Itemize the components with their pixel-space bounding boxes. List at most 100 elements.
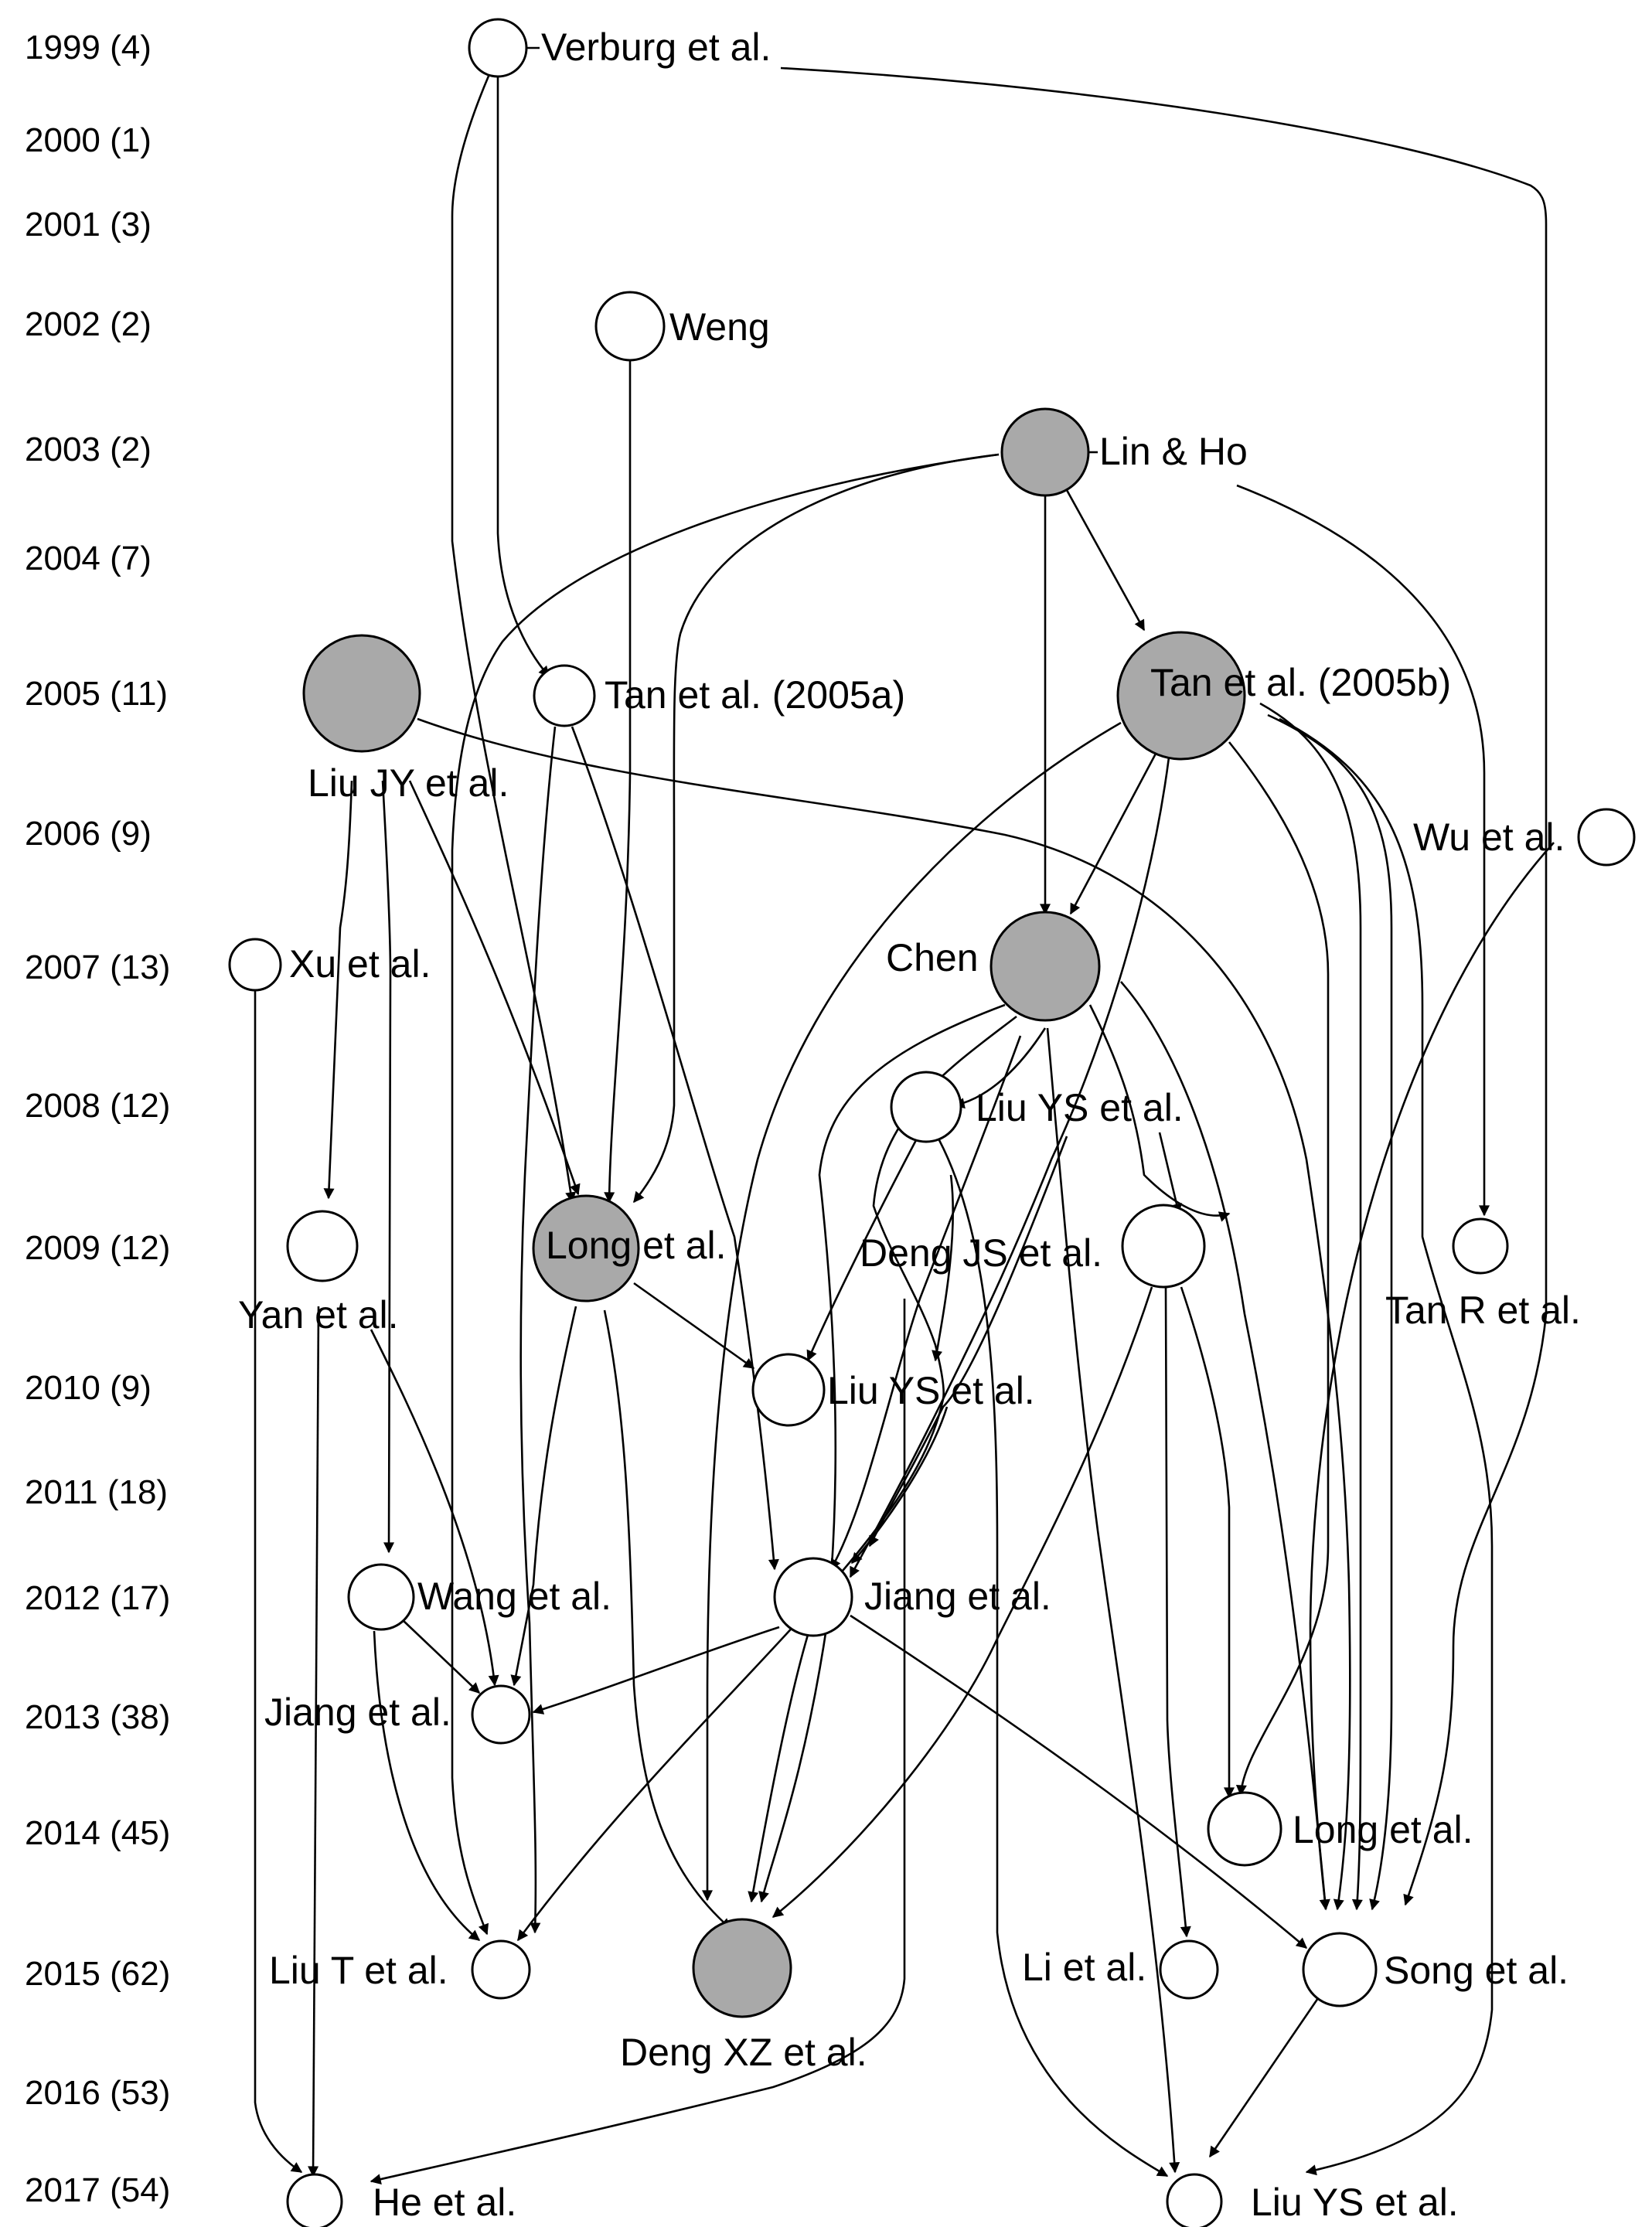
edge-linho-long09 bbox=[632, 453, 1000, 1204]
year-label: 2006 (9) bbox=[25, 815, 152, 853]
edge-liuys08-liuys10 bbox=[806, 1139, 918, 1362]
label-yan: Yan et al. bbox=[238, 1293, 399, 1337]
label-liujy: Liu JY et al. bbox=[308, 761, 509, 805]
label-liuys17: Liu YS et al. bbox=[1251, 2181, 1459, 2224]
edge-linho-tan05b bbox=[1061, 482, 1146, 632]
label-wu: Wu et al. bbox=[1413, 816, 1565, 859]
node-verburg[interactable] bbox=[468, 18, 528, 78]
label-jiang13: Jiang et al. bbox=[264, 1691, 451, 1734]
edge-wu-song bbox=[1309, 842, 1555, 1911]
year-label: 1999 (4) bbox=[25, 29, 152, 66]
edge-chen-dengxz bbox=[758, 1003, 1006, 1903]
label-dengjs: Deng JS et al. bbox=[860, 1231, 1102, 1275]
year-label: 2001 (3) bbox=[25, 206, 152, 243]
node-liujy[interactable] bbox=[302, 634, 421, 753]
year-label: 2010 (9) bbox=[25, 1369, 152, 1407]
node-labels: Verburg et al. Weng Lin & Ho Liu JY et a… bbox=[238, 26, 1581, 2224]
edge-dengjs-dengxz bbox=[772, 1286, 1153, 1919]
node-liuys17[interactable] bbox=[1166, 2173, 1223, 2227]
year-label: 2013 (38) bbox=[25, 1698, 170, 1736]
edge-liujy-wang bbox=[381, 780, 395, 1554]
label-liut: Liu T et al. bbox=[269, 1949, 448, 1992]
node-song[interactable] bbox=[1302, 1932, 1378, 2007]
node-dengjs[interactable] bbox=[1121, 1204, 1206, 1289]
node-linho[interactable] bbox=[1000, 407, 1090, 497]
edge-jiang12-dengxz bbox=[748, 1634, 809, 1903]
edge-liuys10-jiang12 bbox=[851, 1406, 949, 1565]
edge-yan-he bbox=[308, 1306, 320, 2178]
node-liuys08[interactable] bbox=[890, 1071, 962, 1143]
label-liuys10: Liu YS et al. bbox=[827, 1369, 1035, 1412]
node-jiang12[interactable] bbox=[773, 1557, 853, 1637]
edge-chen-long14 bbox=[1120, 981, 1330, 1911]
label-xu: Xu et al. bbox=[289, 942, 431, 986]
node-dengxz[interactable] bbox=[692, 1918, 792, 2018]
label-wang: Wang et al. bbox=[417, 1575, 611, 1618]
edge-long09-liuys10 bbox=[633, 1282, 755, 1370]
edge-tan05a-liut bbox=[519, 726, 557, 1934]
label-verburg: Verburg et al. bbox=[541, 26, 771, 69]
node-yan[interactable] bbox=[286, 1210, 359, 1282]
edge-liuys08-liuys17 bbox=[938, 1139, 1169, 2178]
edge-tan05b-liuys17 bbox=[1279, 717, 1494, 2176]
node-chen[interactable] bbox=[989, 911, 1101, 1022]
node-liuys10[interactable] bbox=[751, 1353, 826, 1427]
edge-verburg-tan05a bbox=[496, 74, 550, 678]
edge-yan-jiang13 bbox=[370, 1329, 499, 1687]
edge-dengjs-long14 bbox=[1180, 1286, 1235, 1799]
year-label: 2008 (12) bbox=[25, 1087, 170, 1125]
year-label: 2014 (45) bbox=[25, 1814, 170, 1852]
node-tan05b[interactable] bbox=[1116, 631, 1246, 761]
edge-liuys08-he bbox=[370, 1299, 906, 2185]
node-weng[interactable] bbox=[594, 291, 666, 362]
year-label: 2003 (2) bbox=[25, 431, 152, 468]
edge-verburg-song bbox=[780, 66, 1548, 1906]
edge-liuys08-long14 bbox=[1158, 1132, 1182, 1215]
node-jiang13[interactable] bbox=[471, 1684, 531, 1745]
label-long09: Long et al. bbox=[546, 1224, 727, 1267]
year-label: 2009 (12) bbox=[25, 1229, 170, 1267]
edge-tan05b-song-b bbox=[1267, 713, 1393, 1911]
edge-chen-dengjs bbox=[1088, 1004, 1231, 1222]
edges bbox=[254, 66, 1555, 2185]
label-tan05b: Tan et al. (2005b) bbox=[1150, 661, 1451, 704]
node-wang[interactable] bbox=[347, 1563, 415, 1631]
year-label: 2002 (2) bbox=[25, 305, 152, 343]
node-liut[interactable] bbox=[471, 1939, 531, 2000]
label-li: Li et al. bbox=[1022, 1946, 1146, 1989]
label-linho: Lin & Ho bbox=[1099, 430, 1248, 473]
label-tanr: Tan R et al. bbox=[1385, 1289, 1581, 1332]
label-tan05a: Tan et al. (2005a) bbox=[605, 673, 905, 717]
label-liuys08: Liu YS et al. bbox=[976, 1086, 1184, 1129]
year-label: 2004 (7) bbox=[25, 540, 152, 577]
node-tanr[interactable] bbox=[1452, 1217, 1509, 1275]
node-long14[interactable] bbox=[1207, 1791, 1282, 1867]
edge-tan05b-dengxz bbox=[702, 721, 1122, 1902]
edge-song-liuys17 bbox=[1208, 1997, 1320, 2158]
edge-xu-he bbox=[254, 989, 303, 2174]
node-li[interactable] bbox=[1159, 1939, 1219, 2000]
node-xu[interactable] bbox=[228, 938, 282, 992]
node-wu[interactable] bbox=[1577, 808, 1636, 867]
year-label: 2007 (13) bbox=[25, 948, 170, 986]
edge-tan05b-chen bbox=[1069, 753, 1157, 915]
year-label: 2017 (54) bbox=[25, 2171, 170, 2209]
edge-verburg-long09 bbox=[451, 73, 577, 1204]
edge-chen-li bbox=[1046, 1027, 1180, 2174]
year-axis: 1999 (4) 2000 (1) 2001 (3) 2002 (2) 2003… bbox=[25, 29, 170, 2209]
edge-tan05b-song-a bbox=[1259, 702, 1363, 1911]
edge-dengjs-li bbox=[1164, 1286, 1191, 1938]
node-tan05a[interactable] bbox=[533, 664, 596, 727]
edge-jiang12-song bbox=[850, 1614, 1308, 1949]
node-long09[interactable] bbox=[532, 1194, 640, 1302]
year-label: 2016 (53) bbox=[25, 2074, 170, 2112]
edge-linho-liut bbox=[451, 453, 1000, 1936]
year-label: 2000 (1) bbox=[25, 121, 152, 159]
node-he[interactable] bbox=[286, 2173, 343, 2227]
label-dengxz: Deng XZ et al. bbox=[620, 2031, 867, 2074]
nodes bbox=[228, 18, 1636, 2227]
year-label: 2012 (17) bbox=[25, 1579, 170, 1617]
edge-liujy-long09 bbox=[408, 780, 581, 1196]
year-label: 2011 (18) bbox=[25, 1473, 168, 1511]
